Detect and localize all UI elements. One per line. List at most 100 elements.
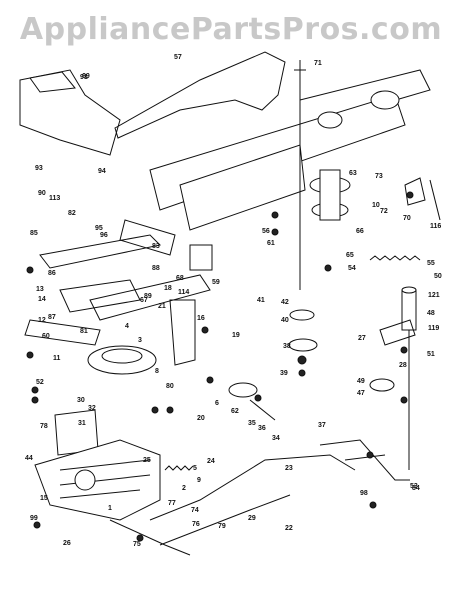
callout: 20: [197, 415, 205, 422]
callout: 70: [403, 215, 411, 222]
callout: 95: [95, 225, 103, 232]
rod-37: [319, 439, 410, 481]
callout: 113: [49, 195, 60, 202]
callout: 86: [48, 270, 56, 277]
callout: 24: [207, 458, 215, 465]
frame-hole: [370, 90, 400, 110]
bracket-93: [119, 219, 176, 256]
callout: 5: [193, 465, 197, 472]
callout: 22: [285, 525, 293, 532]
callout: 67: [140, 297, 148, 304]
callout: 53: [410, 483, 418, 490]
callout: 85: [30, 230, 38, 237]
callout: 34: [272, 435, 280, 442]
bracket-119: [379, 319, 416, 346]
frame-side: [179, 144, 306, 231]
callout: 26: [63, 540, 71, 547]
callout: 15: [40, 495, 48, 502]
callout: 121: [428, 292, 440, 299]
bracket-113: [169, 299, 196, 366]
callout: 93: [35, 165, 43, 172]
callout: 19: [232, 332, 240, 339]
callout: 68: [176, 275, 184, 282]
callout: 66: [356, 228, 364, 235]
idler-38: [288, 338, 318, 352]
callout: 14: [38, 296, 46, 303]
spring-25: [164, 465, 194, 471]
callout: 18: [164, 285, 172, 292]
callout: 23: [285, 465, 293, 472]
callout: 47: [357, 390, 365, 397]
callout: 55: [427, 260, 435, 267]
callout: 32: [88, 405, 96, 412]
callout: 82: [68, 210, 76, 217]
arm-top: [401, 286, 417, 294]
hardware: [26, 191, 414, 542]
callout: 91: [80, 74, 88, 81]
callout: 35: [248, 420, 256, 427]
bracket-70: [404, 177, 426, 206]
rod-22: [159, 494, 291, 546]
callout: 25: [143, 457, 151, 464]
callout: 88: [152, 265, 160, 272]
callout: 49: [357, 378, 365, 385]
callout: 99: [30, 515, 38, 522]
callout: 54: [348, 265, 356, 272]
callout: 8: [155, 368, 159, 375]
callout: 6: [215, 400, 219, 407]
idler-47: [369, 378, 395, 392]
callout: 42: [281, 299, 289, 306]
callout: 71: [314, 60, 322, 67]
callout: 83: [152, 243, 160, 250]
callout: 81: [80, 328, 88, 335]
callout: 98: [360, 490, 368, 497]
callout: 56: [262, 228, 270, 235]
callout: 79: [218, 523, 226, 530]
axle-hub: [74, 469, 96, 491]
callout: 1: [108, 505, 112, 512]
callout: 77: [168, 500, 176, 507]
callout: 52: [36, 379, 44, 386]
rod-34: [249, 399, 276, 421]
callout: 4: [125, 323, 129, 330]
callout: 72: [380, 208, 388, 215]
callout: 37: [318, 422, 326, 429]
callout: 60: [42, 333, 50, 340]
callout: 116: [430, 223, 441, 230]
transaxle-ribs: [59, 459, 151, 499]
callout: 73: [375, 173, 383, 180]
callout: 59: [212, 279, 220, 286]
callout: 39: [280, 370, 288, 377]
rod-116: [429, 179, 441, 221]
callout: 76: [192, 521, 200, 528]
frame-hole: [317, 111, 343, 129]
callout: 65: [346, 252, 354, 259]
pulley-4-hub: [101, 348, 143, 364]
callout: 89: [144, 293, 152, 300]
idler-40: [289, 309, 315, 321]
callout: 69: [82, 73, 90, 80]
callout: 36: [258, 425, 266, 432]
callout: 80: [166, 383, 174, 390]
callout: 61: [267, 240, 275, 247]
callout: 9: [197, 477, 201, 484]
plate-86: [24, 319, 101, 346]
washer: [298, 369, 306, 377]
callout: 31: [78, 420, 86, 427]
callout: 74: [191, 507, 199, 514]
callout: 38: [283, 343, 291, 350]
callout: 3: [138, 337, 142, 344]
callout: 40: [281, 317, 289, 324]
callout: 21: [158, 303, 166, 310]
callout: 94: [98, 168, 106, 175]
rod-53: [344, 454, 386, 461]
bracket-58: [189, 244, 213, 271]
callout: 29: [248, 515, 256, 522]
callout: 50: [434, 273, 442, 280]
linkage-upper: [39, 234, 162, 269]
callout: 13: [36, 286, 44, 293]
body-panel: [19, 69, 121, 156]
callout: 63: [349, 170, 357, 177]
transaxle: [34, 439, 161, 521]
callout: 16: [197, 315, 205, 322]
